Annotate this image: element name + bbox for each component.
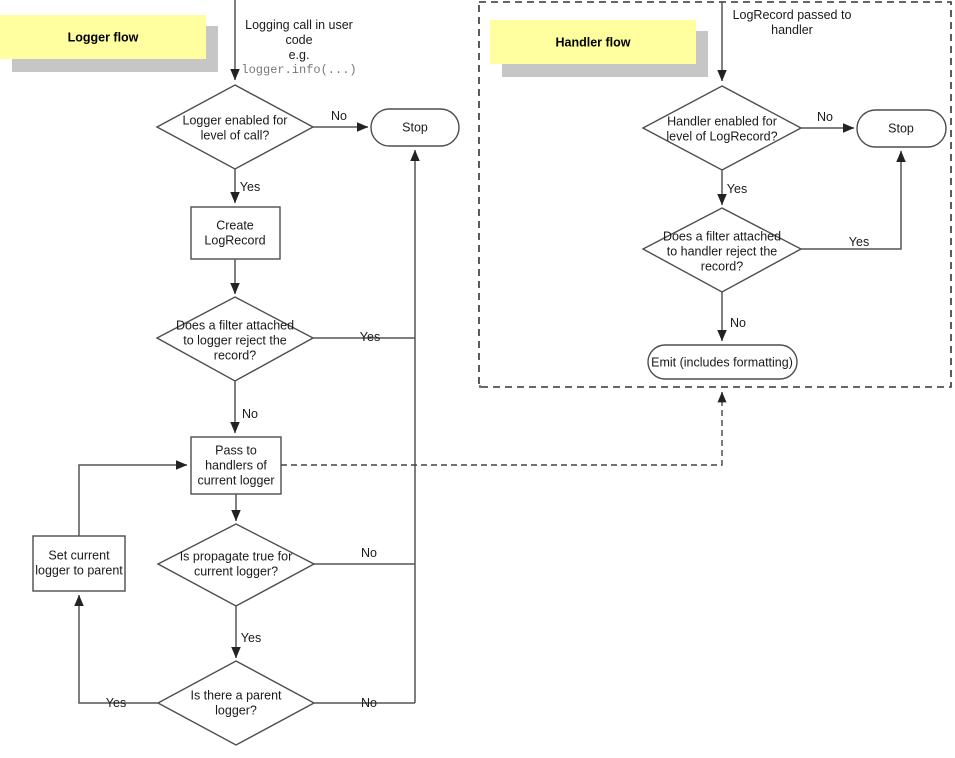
label-logger-filter-yes: Yes (360, 330, 380, 344)
node-is-propagate: Is propagate true for current logger? (156, 523, 316, 607)
logger-filter-line-3: record? (214, 348, 256, 362)
has-parent-line-1: Is there a parent (190, 688, 282, 702)
stop-logger-label: Stop (402, 120, 428, 134)
label-has-parent-yes: Yes (106, 696, 126, 710)
label-logger-filter-no: No (242, 407, 258, 421)
logger-filter-line-1: Does a filter attached (176, 318, 294, 332)
handler-banner-fill (490, 20, 696, 64)
handler-filter-line-1: Does a filter attached (663, 229, 781, 243)
handler-entry-line-1: LogRecord passed to (733, 8, 852, 22)
logger-enabled-line-1: Logger enabled for (183, 113, 288, 127)
handler-entry-annotation: LogRecord passed to handler (733, 8, 852, 37)
logger-entry-annotation: Logging call in user code e.g. logger.in… (241, 18, 356, 77)
node-logger-enabled: Logger enabled for level of call? (155, 84, 315, 170)
logger-enabled-line-2: level of call? (201, 128, 270, 142)
logger-entry-line-2: code (285, 33, 312, 47)
node-handler-filter: Does a filter attached to handler reject… (641, 207, 803, 293)
has-parent-line-2: logger? (215, 703, 257, 717)
edge-has-parent-yes (74, 594, 158, 704)
label-handler-enabled-no: No (817, 110, 833, 124)
label-handler-filter-no: No (730, 316, 746, 330)
emit-terminator (647, 344, 798, 380)
label-handler-enabled-yes: Yes (727, 182, 747, 196)
set-parent-line-1: Set current (48, 548, 110, 562)
logger-entry-line-3: e.g. (289, 48, 310, 62)
handler-enabled-line-1: Handler enabled for (667, 114, 777, 128)
is-propagate-line-2: current logger? (194, 564, 278, 578)
node-handler-enabled: Handler enabled for level of LogRecord? (641, 85, 803, 171)
edge-handler-filter-yes (801, 150, 906, 250)
label-handler-filter-yes: Yes (849, 235, 869, 249)
node-set-parent: Set current logger to parent (32, 535, 126, 592)
logger-entry-line-1: Logging call in user (245, 18, 353, 32)
edge-pass-to-handler-group (281, 391, 727, 466)
logger-banner-fill (0, 15, 206, 59)
label-propagate-yes: Yes (241, 631, 261, 645)
pass-to-handlers-line-1: Pass to (215, 443, 257, 457)
pass-to-handlers-line-3: current logger (197, 473, 274, 487)
is-propagate-line-1: Is propagate true for (180, 549, 293, 563)
set-parent-box (32, 535, 126, 592)
stop-logger-terminator (370, 108, 460, 147)
label-logger-enabled-yes: Yes (240, 180, 260, 194)
node-logger-filter: Does a filter attached to logger reject … (155, 296, 315, 382)
logger-filter-line-2: to logger reject the (183, 333, 287, 347)
node-pass-to-handlers: Pass to handlers of current logger (190, 436, 282, 495)
handler-banner-label: Handler flow (555, 35, 630, 49)
handler-flow-banner: Handler flow (490, 20, 708, 77)
handler-filter-line-2: to handler reject the (667, 244, 778, 258)
create-logrecord-line-1: Create (216, 218, 254, 232)
handler-flow-group-border (478, 1, 952, 388)
label-propagate-no: No (361, 546, 377, 560)
logger-entry-code: logger.info(...) (241, 63, 356, 77)
node-create-logrecord: Create LogRecord (190, 206, 281, 260)
node-stop-handler: Stop (856, 109, 947, 148)
create-logrecord-line-2: LogRecord (204, 233, 265, 247)
handler-filter-line-3: record? (701, 259, 743, 273)
has-parent-diamond (156, 660, 316, 746)
logger-flow-banner: Logger flow (0, 15, 218, 72)
pass-to-handlers-line-2: handlers of (205, 458, 267, 472)
logger-banner-label: Logger flow (68, 30, 139, 44)
create-logrecord-box (190, 206, 281, 260)
pass-to-handlers-box (190, 436, 282, 495)
set-parent-line-2: logger to parent (35, 563, 123, 577)
label-has-parent-no: No (361, 696, 377, 710)
handler-enabled-line-2: level of LogRecord? (666, 129, 777, 143)
edge-set-parent-to-pass (78, 460, 188, 536)
emit-label: Emit (includes formatting) (651, 355, 793, 369)
node-stop-logger: Stop (370, 108, 460, 147)
node-has-parent: Is there a parent logger? (156, 660, 316, 746)
label-logger-enabled-no: No (331, 109, 347, 123)
handler-entry-line-2: handler (771, 23, 813, 37)
node-emit: Emit (includes formatting) (647, 344, 798, 380)
stop-handler-label: Stop (888, 121, 914, 135)
stop-handler-terminator (856, 109, 947, 148)
